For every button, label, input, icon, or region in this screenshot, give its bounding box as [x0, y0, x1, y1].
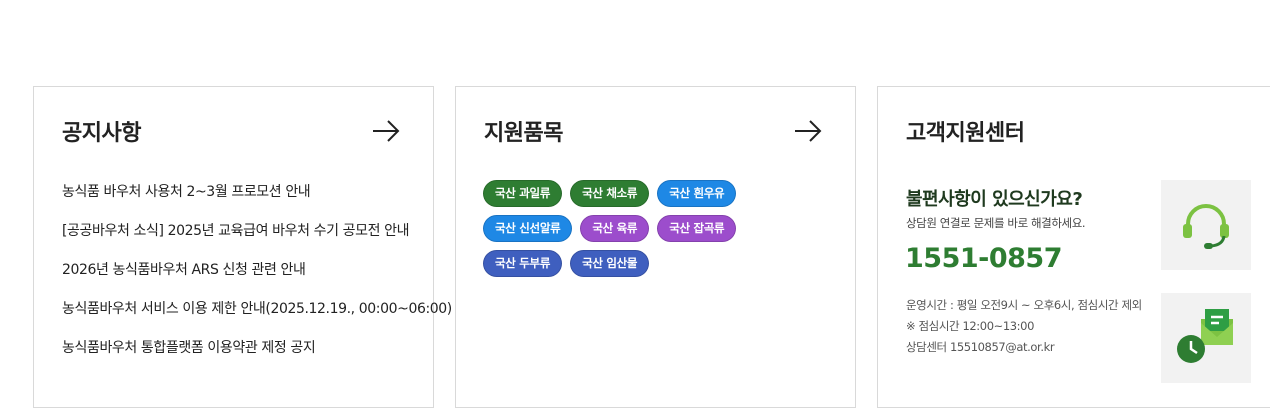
- notice-item[interactable]: 농식품바우처 서비스 이용 제한 안내(2025.12.19., 00:00~0…: [62, 301, 452, 317]
- lunch-hours: ※ 점심시간 12:00~13:00: [906, 319, 1034, 333]
- mail-icon-box: [1161, 293, 1251, 383]
- chip-fruits[interactable]: 국산 과일류: [483, 180, 563, 207]
- chip-forest-products[interactable]: 국산 임산물: [570, 250, 650, 277]
- chip-grains[interactable]: 국산 잡곡류: [657, 215, 737, 242]
- customer-support-title: 고객지원센터: [906, 121, 1025, 146]
- notice-item[interactable]: [공공바우처 소식] 2025년 교육급여 바우처 수기 공모전 안내: [62, 223, 410, 239]
- notice-item[interactable]: 농식품바우처 통합플랫폼 이용약관 제정 공지: [62, 340, 316, 356]
- notice-item[interactable]: 2026년 농식품바우처 ARS 신청 관련 안내: [62, 262, 306, 278]
- arrow-right-icon: [373, 120, 400, 142]
- notice-item[interactable]: 농식품 바우처 사용처 2~3월 프로모션 안내: [62, 184, 311, 200]
- notice-more-button[interactable]: [371, 119, 401, 143]
- notice-title: 공지사항: [62, 121, 141, 146]
- arrow-right-icon: [795, 120, 822, 142]
- support-email: 상담센터 15510857@at.or.kr: [906, 340, 1055, 354]
- support-items-card: 지원품목 국산 과일류 국산 채소류 국산 흰우유 국산 신선알류 국산 육류 …: [455, 86, 856, 408]
- chip-white-milk[interactable]: 국산 흰우유: [657, 180, 737, 207]
- item-chip-list: 국산 과일류 국산 채소류 국산 흰우유 국산 신선알류 국산 육류 국산 잡곡…: [483, 180, 783, 277]
- customer-support-card: 고객지원센터 불편사항이 있으신가요? 상담원 연결로 문제를 바로 해결하세요…: [877, 86, 1270, 408]
- operating-hours: 운영시간 : 평일 오전9시 ~ 오후6시, 점심시간 제외: [906, 298, 1142, 312]
- support-question: 불편사항이 있으신가요?: [906, 189, 1083, 210]
- headset-icon-box: [1161, 180, 1251, 270]
- support-phone-number[interactable]: 1551-0857: [905, 243, 1063, 274]
- chip-fresh-eggs[interactable]: 국산 신선알류: [483, 215, 573, 242]
- chip-meat[interactable]: 국산 육류: [580, 215, 650, 242]
- notice-list: 농식품 바우처 사용처 2~3월 프로모션 안내 [공공바우처 소식] 2025…: [62, 181, 452, 376]
- support-subtitle: 상담원 연결로 문제를 바로 해결하세요.: [906, 216, 1086, 230]
- support-items-title: 지원품목: [484, 121, 563, 146]
- chip-vegetables[interactable]: 국산 채소류: [570, 180, 650, 207]
- mail-clock-icon: [1177, 309, 1233, 363]
- notice-card: 공지사항 농식품 바우처 사용처 2~3월 프로모션 안내 [공공바우처 소식]…: [33, 86, 452, 408]
- headset-icon: [1183, 204, 1229, 249]
- chip-tofu[interactable]: 국산 두부류: [483, 250, 563, 277]
- support-items-more-button[interactable]: [793, 119, 823, 143]
- support-info: 운영시간 : 평일 오전9시 ~ 오후6시, 점심시간 제외 ※ 점심시간 12…: [906, 295, 1142, 358]
